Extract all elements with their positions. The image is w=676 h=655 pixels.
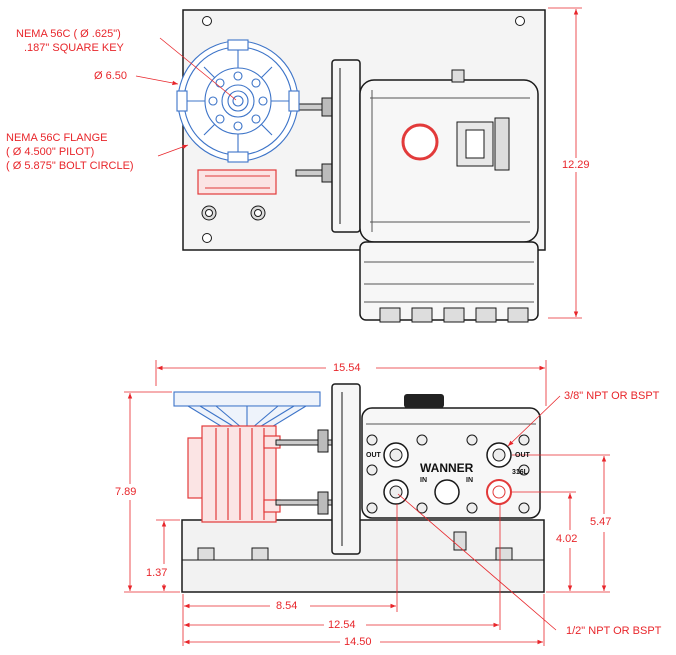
top-flange-plate bbox=[331, 59, 361, 233]
inlet-port-label: 1/2" NPT OR BSPT bbox=[566, 625, 662, 637]
key-spec-label: .187" SQUARE KEY bbox=[24, 42, 124, 54]
dimension-inlet-height: 4.02 bbox=[556, 533, 578, 545]
front-motor-flange bbox=[173, 391, 321, 429]
key-spec-label: NEMA 56C ( Ø .625") bbox=[16, 28, 121, 40]
port-out-left-label: OUT bbox=[366, 452, 381, 459]
port-in-right-label: IN bbox=[466, 477, 473, 484]
dimension-width-overall: 15.54 bbox=[333, 362, 361, 374]
outlet-port-label: 3/8" NPT OR BSPT bbox=[564, 390, 660, 402]
dimension-height-top: 12.29 bbox=[562, 159, 590, 171]
top-mount-hole bbox=[515, 16, 525, 26]
front-flange-plate bbox=[331, 383, 361, 555]
flange-spec-label: ( Ø 5.875" BOLT CIRCLE) bbox=[6, 160, 134, 172]
front-oil-cap bbox=[404, 394, 444, 408]
top-view bbox=[135, 7, 582, 323]
dimension-height-front: 7.89 bbox=[115, 486, 137, 498]
flange-diameter-label: Ø 6.50 bbox=[94, 70, 128, 82]
dimension-base-height: 1.37 bbox=[146, 567, 168, 579]
top-dimension-lines bbox=[135, 7, 582, 319]
brand-label: WANNER bbox=[420, 461, 474, 475]
top-oil-sight-glass bbox=[401, 123, 439, 161]
front-dimension-lines bbox=[124, 360, 610, 646]
flange-spec-label: ( Ø 4.500" PILOT) bbox=[6, 146, 95, 158]
front-view bbox=[124, 360, 610, 646]
dimension-inlet-x: 8.54 bbox=[276, 600, 298, 612]
port-out-right-label: OUT bbox=[515, 452, 530, 459]
top-red-clamp bbox=[197, 169, 277, 195]
front-pump-center-port bbox=[434, 479, 460, 505]
top-oil-cap bbox=[451, 69, 465, 83]
top-pump-body bbox=[359, 79, 539, 243]
dimension-outlet-height: 5.47 bbox=[590, 516, 612, 528]
port-in-left-label: IN bbox=[420, 477, 427, 484]
top-mount-hole bbox=[202, 233, 212, 243]
dimension-base-width: 14.50 bbox=[344, 636, 372, 648]
dimension-outlet-x: 12.54 bbox=[328, 619, 356, 631]
front-base-plate bbox=[181, 519, 545, 593]
top-mount-hole bbox=[202, 16, 212, 26]
nema-flange-outline bbox=[176, 39, 300, 163]
front-red-adapter bbox=[187, 425, 281, 523]
flange-spec-label: NEMA 56C FLANGE bbox=[6, 132, 108, 144]
material-label: 316L bbox=[512, 469, 528, 476]
